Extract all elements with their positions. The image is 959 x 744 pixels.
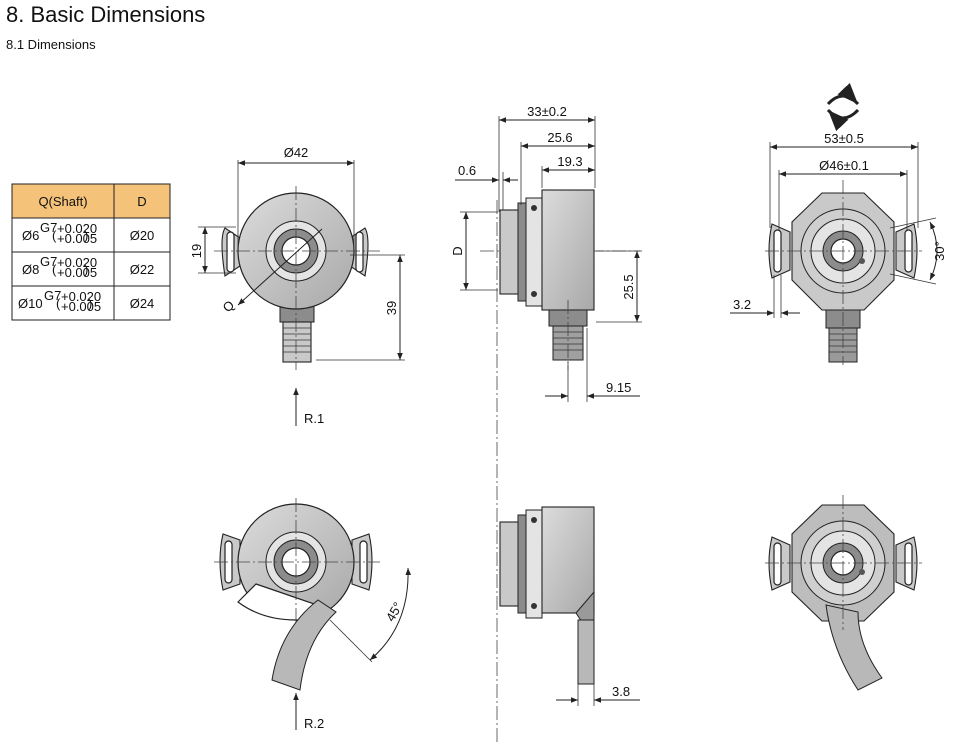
angle-30: 30° bbox=[932, 241, 947, 261]
dim-53: 53±0.5 bbox=[824, 131, 864, 146]
front-view: Ø42 19 39 Q R.1 bbox=[189, 145, 405, 426]
tol-upper: +0.020 bbox=[57, 221, 97, 236]
d-value: Ø24 bbox=[130, 296, 155, 311]
svg-text:): ) bbox=[84, 228, 88, 243]
table-row: Ø6 G7 ( +0.020 +0.005 ) Ø20 bbox=[22, 220, 154, 246]
dim-19-3: 19.3 bbox=[557, 154, 582, 169]
svg-text:(: ( bbox=[56, 296, 61, 311]
shaft-base: Ø8 bbox=[22, 262, 39, 277]
d-value: Ø22 bbox=[130, 262, 155, 277]
table-header-cell-q bbox=[11, 183, 115, 219]
dim-0-6: 0.6 bbox=[458, 163, 476, 178]
shaft-fit: G7 bbox=[44, 288, 61, 303]
dim-19: 19 bbox=[189, 244, 204, 258]
shaft-fit: G7 bbox=[40, 220, 57, 235]
svg-text:): ) bbox=[88, 296, 92, 311]
svg-text:(: ( bbox=[52, 262, 57, 277]
dim-33: 33±0.2 bbox=[527, 104, 567, 119]
tol-lower: +0.005 bbox=[57, 231, 97, 246]
shaft-base: Ø6 bbox=[22, 228, 39, 243]
svg-text:): ) bbox=[84, 262, 88, 277]
dim-3-8: 3.8 bbox=[612, 684, 630, 699]
dim-9-15: 9.15 bbox=[606, 380, 631, 395]
bottom-front-view: 45° R.2 bbox=[214, 498, 412, 731]
section-subtitle: 8.1 Dimensions bbox=[6, 37, 96, 52]
tol-upper: +0.020 bbox=[57, 255, 97, 270]
shaft-base: Ø10 bbox=[18, 296, 43, 311]
svg-text:(: ( bbox=[52, 228, 57, 243]
table-header-cell-d bbox=[113, 183, 171, 219]
shaft-table: Q(Shaft) D Ø6 G7 ( +0.020 +0.005 ) Ø20 Ø… bbox=[11, 183, 171, 321]
rotation-arrows-icon bbox=[826, 82, 860, 132]
table-header-d: D bbox=[137, 194, 146, 209]
dim-diameter-42: Ø42 bbox=[284, 145, 309, 160]
tol-lower: +0.005 bbox=[57, 265, 97, 280]
dim-39: 39 bbox=[384, 301, 399, 315]
tol-lower: +0.005 bbox=[61, 299, 101, 314]
bottom-side-view: 3.8 bbox=[499, 506, 640, 706]
d-value: Ø20 bbox=[130, 228, 155, 243]
page-title: 8. Basic Dimensions bbox=[6, 2, 206, 27]
shaft-fit: G7 bbox=[40, 254, 57, 269]
label-r2: R.2 bbox=[304, 716, 324, 731]
dim-3-2: 3.2 bbox=[733, 297, 751, 312]
back-view: 53±0.5 Ø46±0.1 3.2 30° bbox=[730, 82, 947, 365]
side-view: 33±0.2 25.6 19.3 0.6 D 25.5 9.15 bbox=[450, 104, 642, 744]
angle-45: 45° bbox=[383, 599, 406, 624]
tol-upper: +0.020 bbox=[61, 289, 101, 304]
label-r1: R.1 bbox=[304, 411, 324, 426]
table-header-q: Q(Shaft) bbox=[38, 194, 87, 209]
dim-46: Ø46±0.1 bbox=[819, 158, 869, 173]
table-row: Ø8 G7 ( +0.020 +0.005 ) Ø22 bbox=[22, 254, 154, 280]
dim-25-5: 25.5 bbox=[621, 274, 636, 299]
dim-25-6: 25.6 bbox=[547, 130, 572, 145]
label-d: D bbox=[450, 246, 465, 255]
table-row: Ø10 G7 ( +0.020 +0.005 ) Ø24 bbox=[18, 288, 154, 314]
label-q: Q bbox=[220, 297, 238, 315]
bottom-back-view bbox=[765, 495, 922, 691]
